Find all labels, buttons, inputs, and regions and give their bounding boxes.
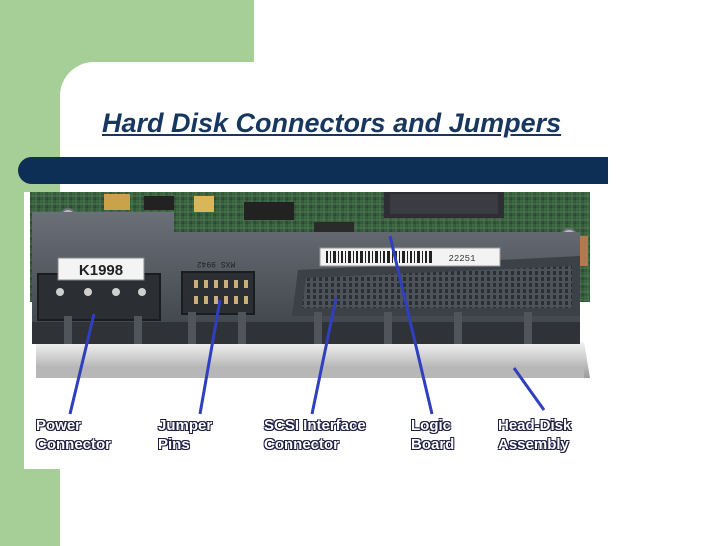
hard-disk-illustration: K1998 MXS 9942 <box>24 192 621 469</box>
barcode-text: 22251 <box>448 254 475 264</box>
label-scsi-interface-connector: SCSI Interface Connector <box>264 417 366 453</box>
label-power-connector: Power Connector <box>36 417 111 453</box>
scsi-connector <box>302 266 572 308</box>
label-logic-board: Logic Board <box>411 417 455 453</box>
slide-title: Hard Disk Connectors and Jumpers <box>102 108 562 138</box>
pointer-lines <box>68 235 546 415</box>
hard-disk-photo: K1998 MXS 9942 <box>24 192 621 469</box>
label-head-disk-assembly: Head-Disk Assembly <box>498 417 572 453</box>
power-connector <box>37 273 161 321</box>
title-underline-bar <box>18 157 608 184</box>
board-marking: K1998 <box>79 262 123 279</box>
jumper-marking: MXS 9942 <box>197 259 236 268</box>
label-jumper-pins: Jumper Pins <box>158 417 213 453</box>
